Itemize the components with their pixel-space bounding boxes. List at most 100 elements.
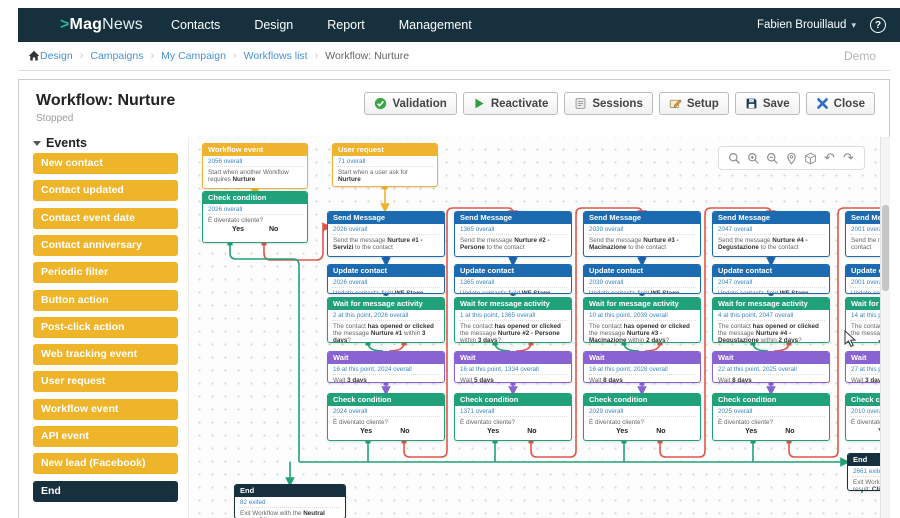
user-menu[interactable]: Fabien Brouillaud▾ [756,19,856,31]
setup-button[interactable]: Setup [658,92,729,115]
pin-icon[interactable] [782,148,801,168]
sessions-button[interactable]: Sessions [564,92,653,115]
save-button[interactable]: Save [734,92,800,115]
undo-icon[interactable]: ↶ [824,150,835,166]
node-count-link[interactable]: 1 at this point, 1365 overall [459,310,567,322]
zoom-out-icon[interactable] [763,148,782,168]
event-item-user-request[interactable]: User request [33,371,178,393]
event-item-web-tracking-event[interactable]: Web tracking event [33,344,178,366]
event-item-new-lead-facebook-[interactable]: New lead (Facebook) [33,453,178,475]
node-count-link[interactable]: 22 at this point, 2025 overall [717,364,825,376]
node-count-link[interactable]: 16 at this point, 2028 overall [588,364,696,376]
node-description: Send the message Nurture #3 - Macinazion… [589,236,679,251]
node-count-link[interactable]: 2001 overall [850,277,890,289]
event-item-contact-anniversary[interactable]: Contact anniversary [33,234,178,256]
node-count-link[interactable]: 1365 overall [459,224,567,236]
node-count-link[interactable]: 2 at this point, 2026 overall [332,310,440,322]
node-count-link[interactable]: 10 at this point, 2039 overall [588,310,696,322]
event-item-new-contact[interactable]: New contact [33,153,178,174]
node-count-link[interactable]: 82 exited [239,497,341,509]
event-item-api-event[interactable]: API event [33,426,178,447]
cube-icon[interactable] [801,148,820,168]
zoom-reset-icon[interactable] [725,148,744,168]
node-count-link[interactable]: 2661 exited [852,466,890,478]
node-count-link[interactable]: 16 at this point, 1334 overall [459,364,567,376]
menu-item-report[interactable]: Report [327,18,365,32]
event-item-contact-event-date[interactable]: Contact event date [33,207,178,229]
event-item-periodic-filter[interactable]: Periodic filter [33,262,178,284]
menu-item-design[interactable]: Design [254,18,294,32]
event-item-button-action[interactable]: Button action [33,289,178,311]
node-count-link[interactable]: 14 at this point, 2001 overall [850,310,890,322]
events-section-toggle[interactable]: Events [33,136,87,150]
node-count-link[interactable]: 2026 overall [332,277,440,289]
node-count-link[interactable]: 71 overall [337,156,433,168]
node-count-link[interactable]: 2010 overall [850,406,890,418]
scrollbar-thumb[interactable] [882,205,889,291]
node-count-link[interactable]: 2047 overall [717,224,825,236]
node-count-link[interactable]: 27 at this point, 1995 overall [850,364,890,376]
node-count-link[interactable]: 1371 overall [459,406,567,418]
node-count-link[interactable]: 4 at this point, 2047 overall [717,310,825,322]
node-count-link[interactable]: 2024 overall [332,406,440,418]
node-count-link[interactable]: 2001 overall [850,224,890,236]
node-count-link[interactable]: 2047 overall [717,277,825,289]
node-count-link[interactable]: 2039 overall [588,277,696,289]
node-count-link[interactable]: 2056 overall [207,156,303,168]
breadcrumb-link[interactable]: Campaigns [90,50,144,62]
node-count-link[interactable]: 2026 overall [332,224,440,236]
breadcrumb-link[interactable]: My Campaign [161,50,226,62]
home-icon[interactable] [28,50,40,62]
close-button[interactable]: Close [805,92,875,115]
node-count-link[interactable]: 2029 overall [588,406,696,418]
event-item-end[interactable]: End [33,480,178,502]
node-title: Check condition [455,394,571,406]
validation-button[interactable]: Validation [364,92,457,115]
event-item-contact-updated[interactable]: Contact updated [33,180,178,202]
node-count-link[interactable]: 2025 overall [717,406,825,418]
breadcrumb-link[interactable]: Design [40,50,73,62]
breadcrumb-link[interactable]: Workflows list [243,50,308,62]
redo-icon[interactable]: ↷ [843,150,854,166]
event-item-workflow-event[interactable]: Workflow event [33,398,178,420]
reactivate-button[interactable]: Reactivate [462,92,559,115]
magnews-logo[interactable]: >MagNews [60,16,143,33]
node-count-link[interactable]: 1365 overall [459,277,567,289]
node-count-link[interactable]: 16 at this point, 2024 overall [332,364,440,376]
node-title: Send Message [846,212,890,224]
event-item-post-click-action[interactable]: Post-click action [33,316,178,338]
zoom-in-icon[interactable] [744,148,763,168]
menu-item-management[interactable]: Management [398,18,472,32]
menu-item-contacts[interactable]: Contacts [170,18,221,32]
help-icon[interactable]: ? [870,17,886,33]
node-count-link[interactable]: 2039 overall [588,224,696,236]
canvas-scrollbar[interactable] [880,137,890,518]
node-count-link[interactable]: 2026 overall [207,204,303,216]
node-title: Wait [713,352,829,364]
